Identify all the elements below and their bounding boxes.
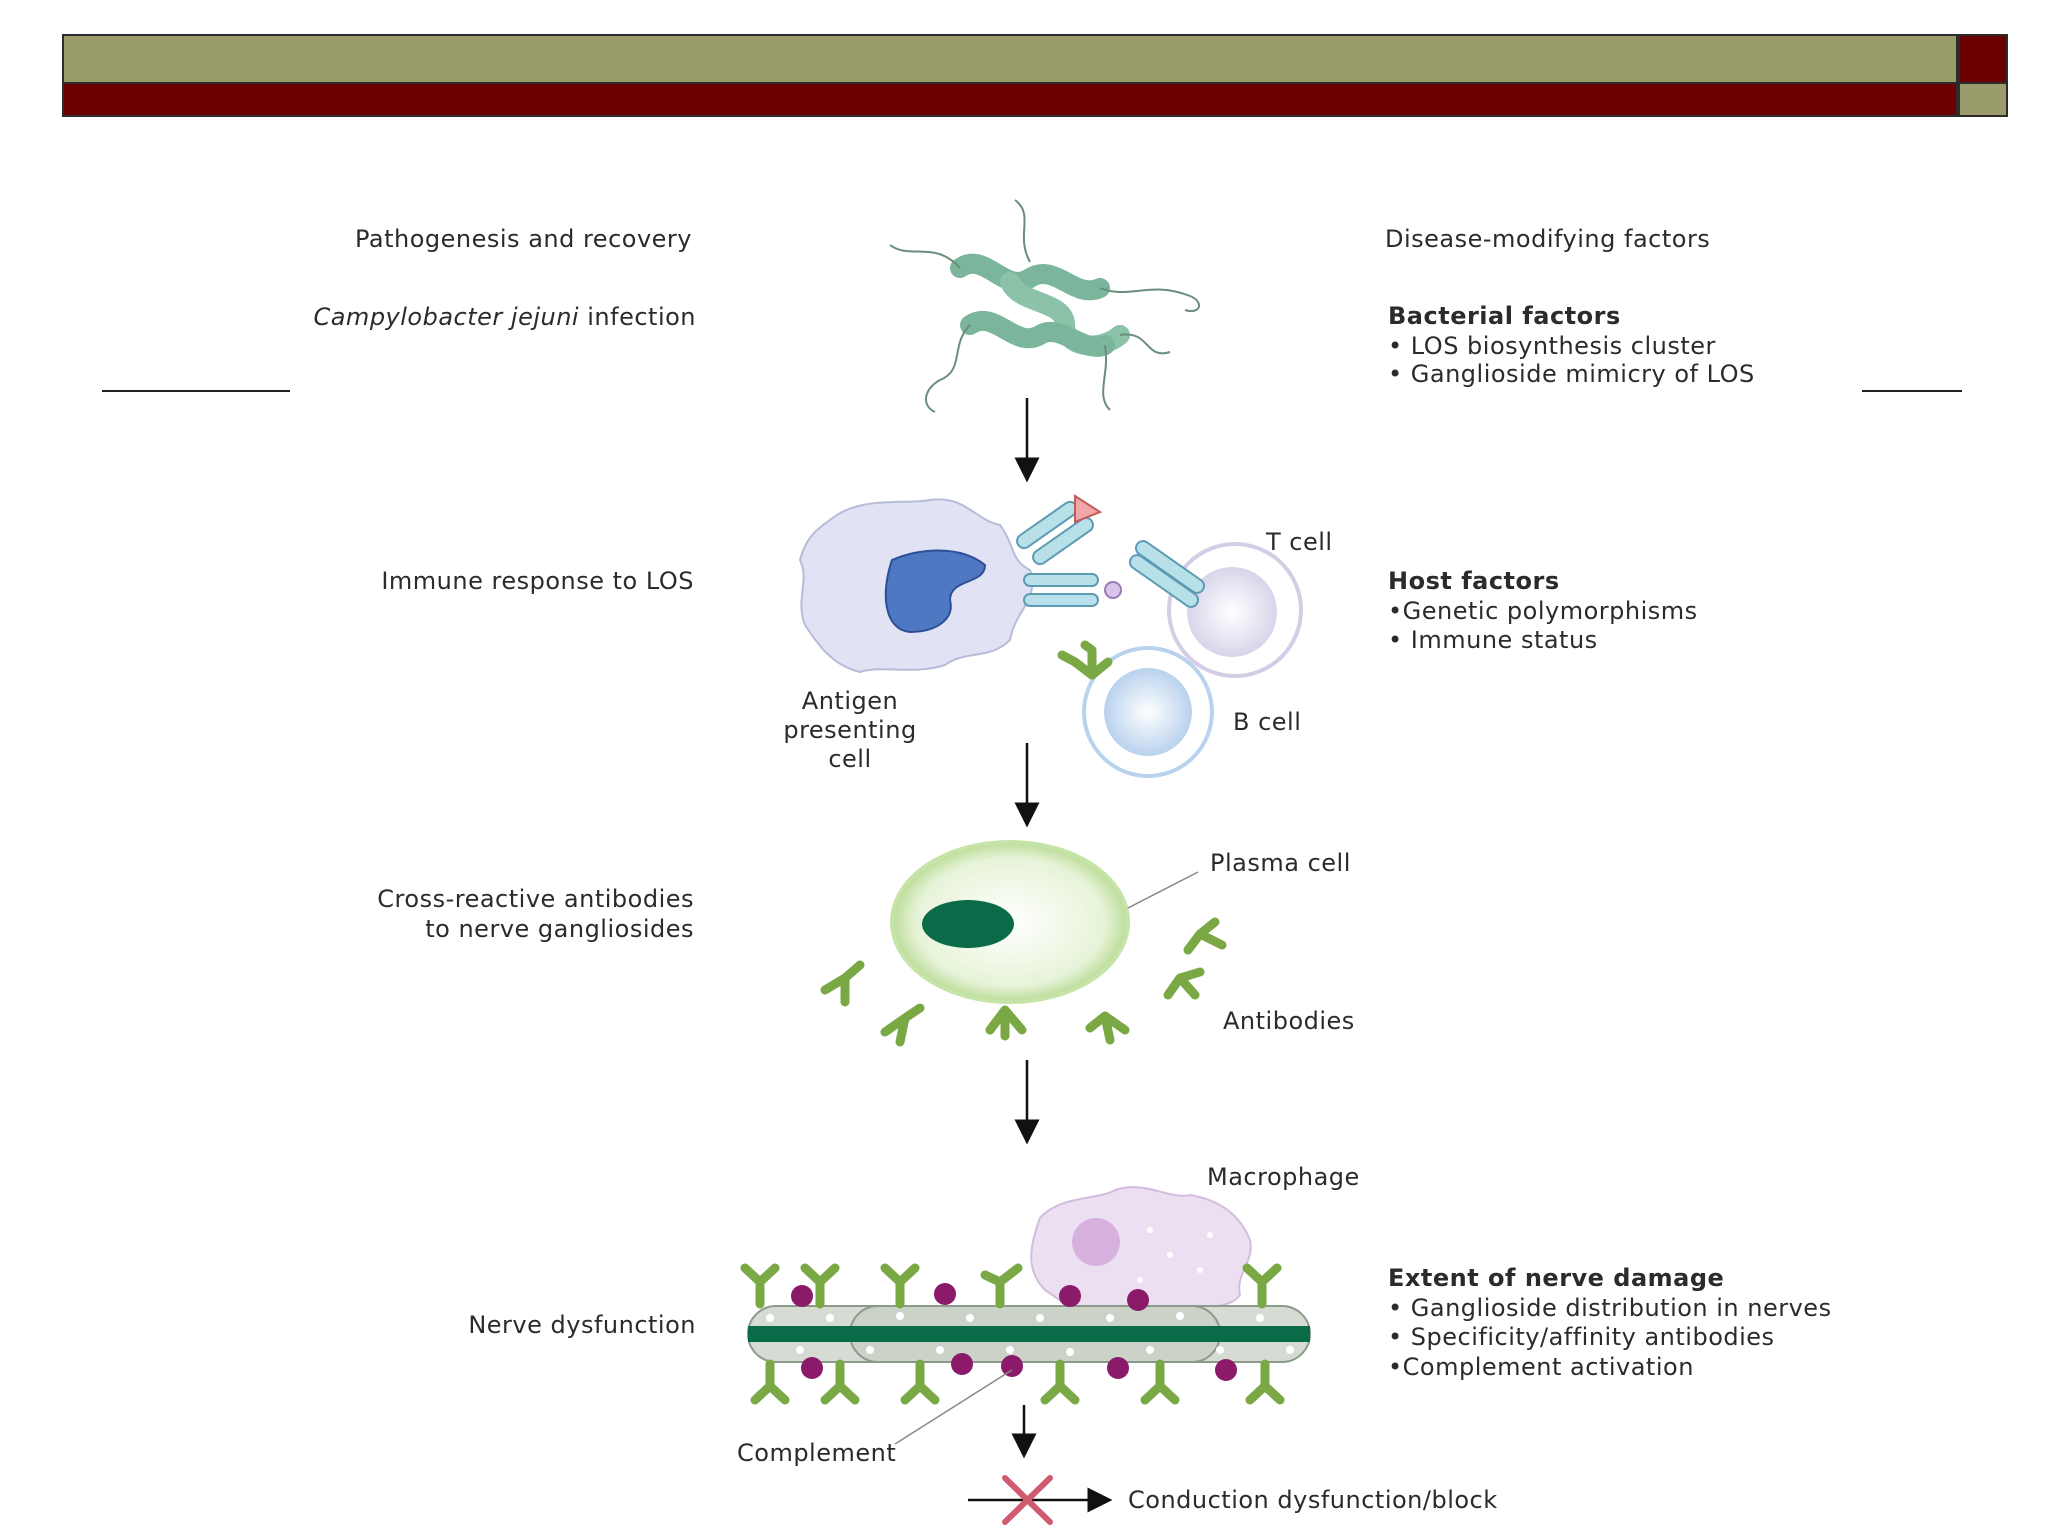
left-rule — [102, 390, 290, 392]
stage-cross-reactive-line1: Cross-reactive antibodies — [377, 885, 694, 913]
stage-nerve-dysfunction: Nerve dysfunction — [468, 1311, 696, 1339]
nerve-damage-title: Extent of nerve damage — [1388, 1264, 1725, 1292]
b-cell-icon — [1057, 640, 1214, 778]
nerve-damage-item: • Ganglioside distribution in nerves — [1388, 1294, 1832, 1322]
label-plasma-cell: Plasma cell — [1210, 849, 1351, 877]
stage-infection: Campylobacter jejuni infection — [313, 302, 696, 332]
corner-square-bottom — [1958, 84, 2008, 117]
stage-immune-response: Immune response to LOS — [381, 567, 694, 595]
macrophage-icon — [1030, 1186, 1252, 1317]
stage-infection-rest: infection — [579, 303, 696, 331]
nerve-damage-item: •Complement activation — [1388, 1353, 1694, 1381]
stage-infection-organism: Campylobacter jejuni — [313, 303, 580, 331]
title-bar-bottom — [62, 84, 1958, 117]
label-macrophage: Macrophage — [1207, 1163, 1360, 1191]
host-factor-item: •Genetic polymorphisms — [1388, 597, 1698, 625]
label-antibodies: Antibodies — [1223, 1007, 1355, 1035]
right-rule — [1862, 390, 1962, 392]
label-apc-line2: presenting — [783, 716, 917, 744]
left-header: Pathogenesis and recovery — [355, 225, 692, 253]
label-conduction-block: Conduction dysfunction/block — [1128, 1486, 1498, 1514]
stage-cross-reactive-line2: to nerve gangliosides — [425, 915, 694, 943]
label-apc-line3: cell — [828, 745, 872, 773]
bacterial-factor-item: • Ganglioside mimicry of LOS — [1388, 360, 1755, 388]
bacterial-factors-title: Bacterial factors — [1388, 302, 1621, 330]
antibodies-icon — [820, 917, 1227, 1047]
antigen-presenting-cell-icon — [798, 494, 1122, 674]
corner-square-top — [1958, 34, 2008, 84]
plasma-cell-icon — [890, 840, 1199, 1004]
title-bar-top — [62, 34, 1958, 84]
conduction-block-icon — [968, 1475, 1113, 1525]
bacterial-factor-item: • LOS biosynthesis cluster — [1388, 332, 1716, 360]
label-complement: Complement — [737, 1439, 897, 1467]
t-cell-icon — [1128, 540, 1303, 678]
label-t-cell: T cell — [1266, 528, 1333, 556]
label-b-cell: B cell — [1233, 708, 1302, 736]
right-header: Disease-modifying factors — [1385, 225, 1711, 253]
host-factor-item: • Immune status — [1388, 626, 1598, 654]
label-apc-line1: Antigen — [801, 687, 899, 715]
bacteria-icon — [889, 199, 1200, 413]
host-factors-title: Host factors — [1388, 567, 1560, 595]
nerve-damage-item: • Specificity/affinity antibodies — [1388, 1323, 1775, 1351]
nerve-icon — [740, 1263, 1311, 1445]
